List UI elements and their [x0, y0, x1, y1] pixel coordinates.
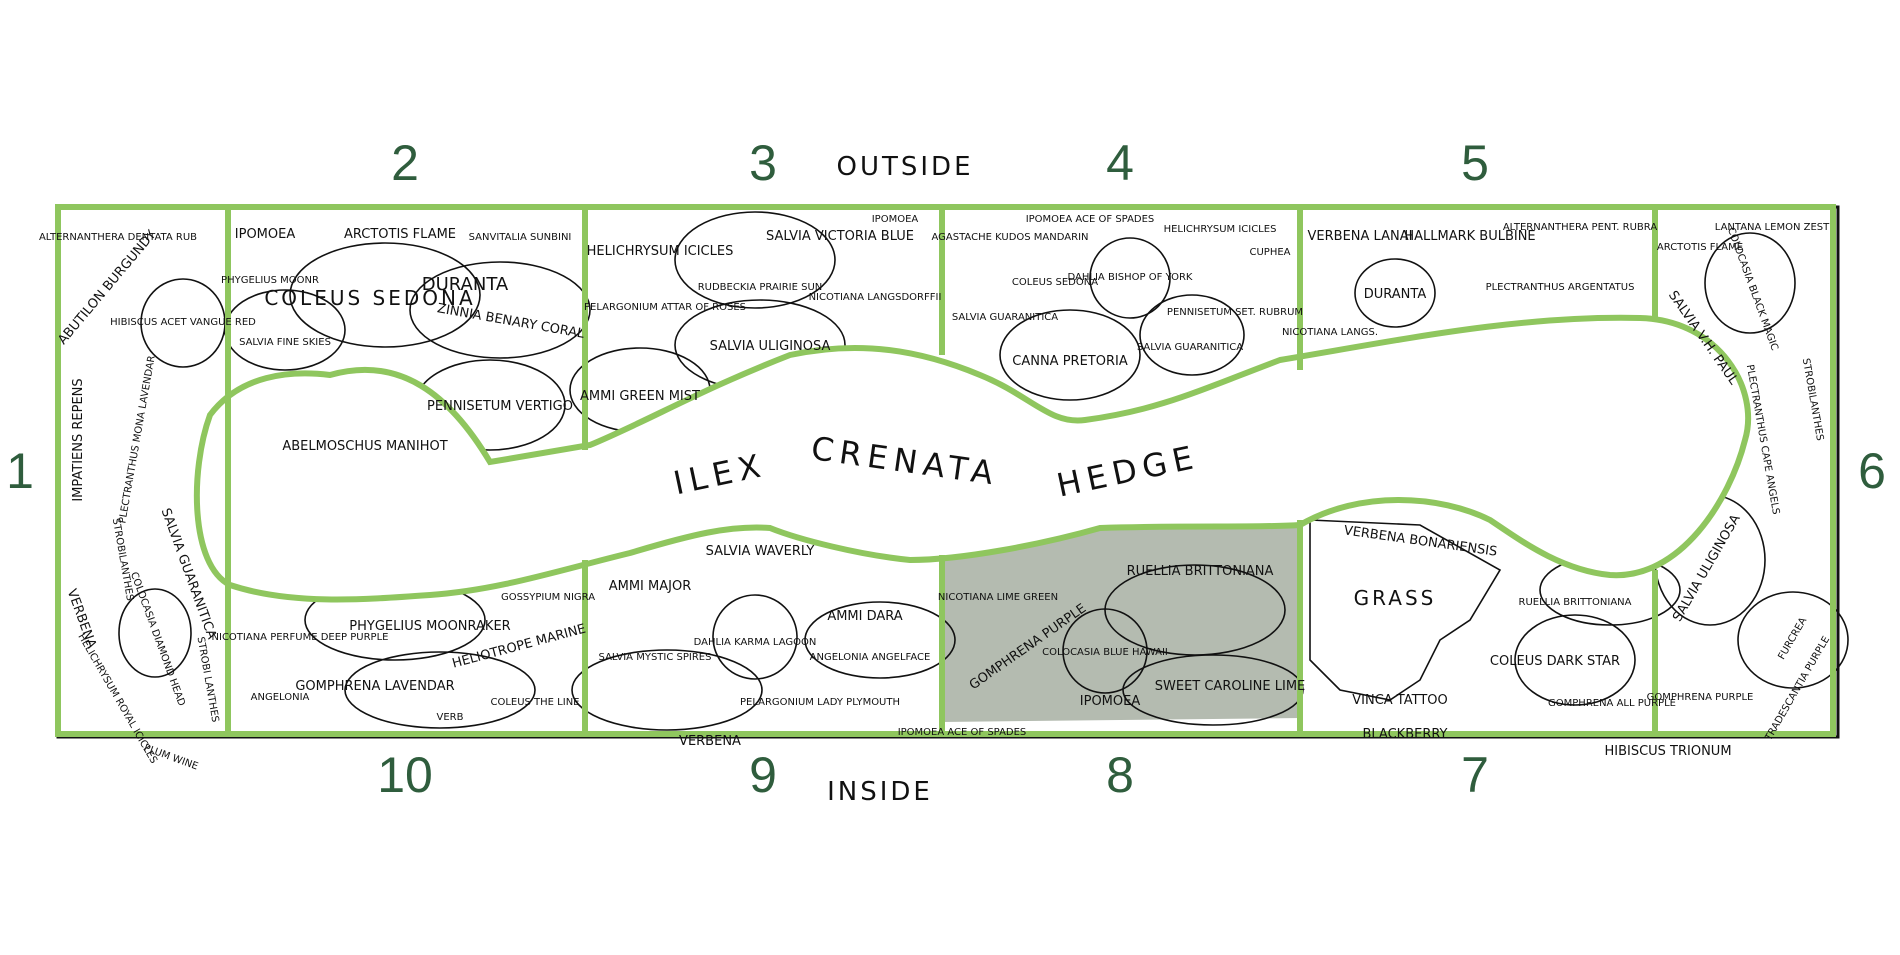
plant-label: TRADESCANTIA PURPLE — [1763, 635, 1832, 744]
section-number-4: 4 — [1106, 135, 1134, 191]
plant-label: COLEUS THE LINE — [490, 697, 579, 708]
plant-label: NICOTIANA LANGSDORFFII — [809, 292, 942, 303]
plant-label: SANVITALIA SUNBINI — [469, 232, 572, 243]
section-number-7: 7 — [1461, 747, 1489, 803]
plant-label: COLEUS DARK STAR — [1490, 654, 1620, 669]
plant-label: IPOMOEA ACE OF SPADES — [898, 727, 1027, 738]
plant-label: COLOCASIA BLUE HAWAII — [1042, 647, 1168, 658]
plant-label: GOSSYPIUM NIGRA — [501, 592, 595, 603]
plant-label: IPOMOEA ACE OF SPADES — [1026, 214, 1155, 225]
plant-label: PLECTRANTHUS MONA LAVENDAR — [117, 355, 157, 525]
plant-label: PENNISETUM VERTIGO — [427, 399, 573, 414]
plant-label: LANTANA LEMON ZEST — [1715, 222, 1830, 233]
plant-label: IPOMOEA — [872, 214, 919, 225]
section-number-5: 5 — [1461, 135, 1489, 191]
section-grid — [55, 204, 1836, 737]
section-number-6: 6 — [1858, 443, 1886, 499]
plant-label: GOMPHRENA LAVENDAR — [295, 679, 454, 694]
plant-label: SALVIA ULIGINOSA — [710, 339, 831, 354]
plant-label: GRASS — [1354, 586, 1437, 610]
plant-label: VINCA TATTOO — [1352, 693, 1448, 708]
plant-label: BLACKBERRY — [1362, 727, 1447, 742]
plant-label: ALTERNANTHERA PENT. RUBRA — [1503, 222, 1658, 233]
plant-label: CANNA PRETORIA — [1012, 354, 1128, 369]
plant-label: ANGELONIA — [251, 692, 310, 703]
plant-label: COLEUS SEDONA — [264, 286, 475, 310]
plant-label: SALVIA VICTORIA BLUE — [766, 229, 914, 244]
plant-label: STROBI LANTHES — [195, 636, 221, 723]
plant-label: DURANTA — [422, 274, 509, 295]
plant-label: HIBISCUS TRIONUM — [1604, 744, 1731, 759]
plant-label: ANGELONIA ANGELFACE — [810, 652, 931, 663]
plant-label: IMPATIENS REPENS — [71, 378, 86, 501]
plant-label: ARCTOTIS FLAME — [1657, 242, 1743, 253]
section-number-8: 8 — [1106, 747, 1134, 803]
plant-label: NICOTIANA LIME GREEN — [938, 592, 1058, 603]
plant-label: GOMPHRENA ALL PURPLE — [1548, 698, 1676, 709]
plant-label: IPOMOEA — [1080, 694, 1141, 709]
plant-label: PHYGELIUS MOONRAKER — [349, 619, 510, 634]
plant-label: DAHLIA BISHOP OF YORK — [1068, 272, 1193, 283]
plant-label: SALVIA FINE SKIES — [239, 337, 331, 348]
plant-label: RUELLIA BRITTONIANA — [1127, 564, 1274, 579]
inside-label: INSIDE — [827, 777, 933, 807]
plant-label: STROBILANTHES — [1800, 357, 1825, 441]
section-8-shading — [942, 523, 1300, 722]
plant-label: CUPHEA — [1249, 247, 1290, 258]
plant-label: DAHLIA KARMA LAGOON — [694, 637, 817, 648]
plant-label: GOMPHRENA PURPLE — [1647, 692, 1754, 703]
plant-label: AMMI MAJOR — [609, 579, 692, 594]
plant-label: STROBILANTHES — [110, 517, 135, 601]
plant-label: SALVIA MYSTIC SPIRES — [599, 652, 712, 663]
plant-label: PHYGELIUS MOONR — [221, 275, 319, 286]
plant-label: RUDBECKIA PRAIRIE SUN — [698, 282, 823, 293]
plant-label: VERB — [437, 712, 464, 723]
plant-label: AMMI GREEN MIST — [580, 389, 700, 404]
plant-label: ABUTILON BURGUNDY — [55, 228, 159, 348]
plant-label: IPOMOEA — [235, 227, 296, 242]
plant-label: SALVIA WAVERLY — [706, 544, 815, 559]
section-number-9: 9 — [749, 747, 777, 803]
plant-label: NICOTIANA LANGS. — [1282, 327, 1378, 338]
plant-label: HIBISCUS ACET VANGUE RED — [110, 317, 256, 328]
plant-label: HELICHRYSUM ICICLES — [1164, 224, 1277, 235]
plant-label: VERBENA BONARIENSIS — [1343, 523, 1498, 559]
plant-label: COLOCASIA DIAMOND HEAD — [128, 571, 187, 708]
hedge-bed — [196, 317, 1749, 600]
section-number-2: 2 — [391, 135, 419, 191]
plant-label: AGASTACHE KUDOS MANDARIN — [932, 232, 1089, 243]
plant-label: PELARGONIUM ATTAR OF ROSES — [584, 302, 746, 313]
plant-label: NICOTIANA PERFUME DEEP PURPLE — [212, 632, 389, 643]
plant-label: PENNISETUM SET. RUBRUM — [1167, 307, 1303, 318]
plant-label: SALVIA GUARANITICA — [952, 312, 1058, 323]
plant-label: VERBENA — [679, 734, 741, 749]
plant-label: ALTERNANTHERA DENTATA RUB — [39, 232, 197, 243]
plant-label: AMMI DARA — [827, 609, 902, 624]
plant-label: SALVIA GUARANITICA — [1137, 342, 1243, 353]
plant-label: ABELMOSCHUS MANIHOT — [282, 439, 447, 454]
plant-label: HELICHRYSUM ICICLES — [587, 244, 734, 259]
plant-label: ZINNIA BENARY CORAL — [436, 301, 586, 342]
section-number-10: 10 — [377, 747, 433, 803]
plant-label: PLECTRANTHUS CAPE ANGELS — [1744, 364, 1781, 516]
outside-label: OUTSIDE — [837, 152, 974, 182]
hedge-outline — [193, 314, 1752, 603]
section-number-1: 1 — [6, 443, 34, 499]
plant-label: DURANTA — [1364, 287, 1427, 302]
plant-label: PLECTRANTHUS ARGENTATUS — [1486, 282, 1635, 293]
plant-label: ARCTOTIS FLAME — [344, 227, 456, 242]
plant-label: HALLMARK BULBINE — [1404, 229, 1535, 244]
plant-label: RUELLIA BRITTONIANA — [1519, 597, 1632, 608]
section-number-3: 3 — [749, 135, 777, 191]
plant-label: PELARGONIUM LADY PLYMOUTH — [740, 697, 900, 708]
plant-label: VERBENA LANAI — [1308, 229, 1413, 244]
plant-label: SWEET CAROLINE LIME — [1155, 679, 1306, 694]
plant-label: COLEUS SEDONA — [1012, 277, 1098, 288]
plant-label: FURCREA — [1776, 616, 1809, 662]
